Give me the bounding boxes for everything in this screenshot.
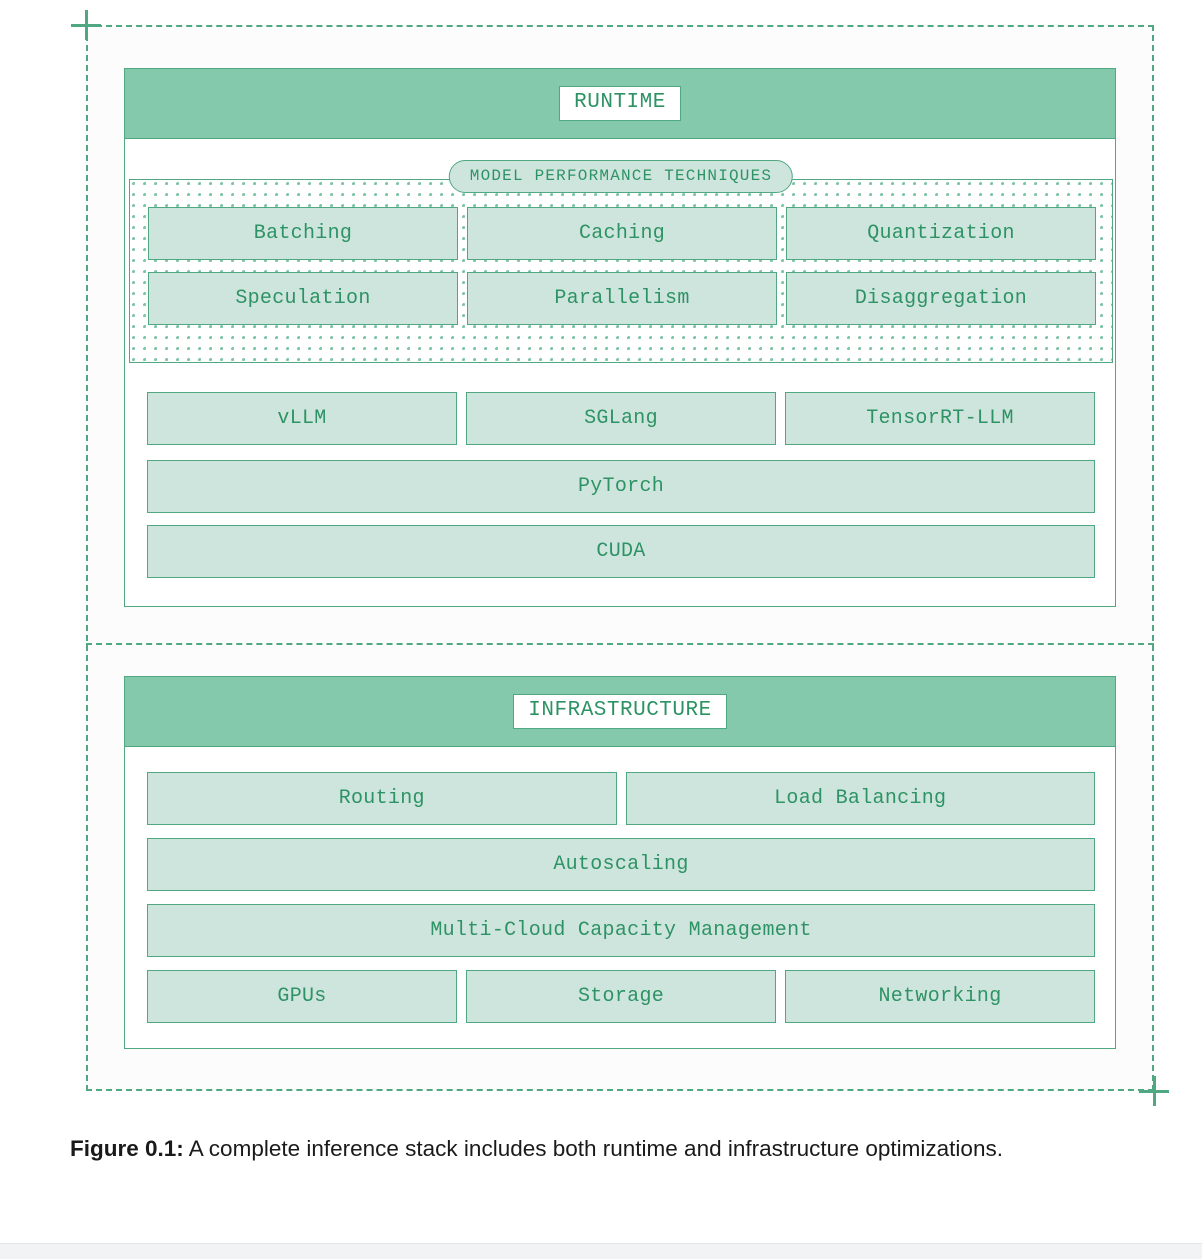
infrastructure-box-storage[interactable]: Storage	[466, 970, 776, 1023]
infrastructure-box-networking[interactable]: Networking	[785, 970, 1095, 1023]
runtime-box-cuda[interactable]: CUDA	[147, 525, 1095, 578]
technique-box-caching[interactable]: Caching	[467, 207, 777, 260]
runtime-box-sglang[interactable]: SGLang	[466, 392, 776, 445]
model-performance-techniques-pill: MODEL PERFORMANCE TECHNIQUES	[448, 160, 794, 194]
infrastructure-row-1: Routing Load Balancing	[147, 772, 1095, 825]
infrastructure-box-routing[interactable]: Routing	[147, 772, 617, 825]
figure-caption-text: A complete inference stack includes both…	[183, 1136, 1003, 1161]
infrastructure-header-badge: INFRASTRUCTURE	[513, 694, 727, 729]
technique-box-batching[interactable]: Batching	[148, 207, 458, 260]
techniques-row-1: Batching Caching Quantization	[148, 207, 1096, 260]
figure-caption-label: Figure 0.1:	[70, 1136, 184, 1161]
crosshair-marker-bottom-right	[1139, 1076, 1169, 1106]
panel-divider	[86, 643, 1154, 645]
technique-box-disaggregation[interactable]: Disaggregation	[786, 272, 1096, 325]
crosshair-marker-top-left	[71, 10, 101, 40]
infrastructure-panel-header: INFRASTRUCTURE	[125, 677, 1115, 747]
infrastructure-box-multi-cloud-capacity-management[interactable]: Multi-Cloud Capacity Management	[147, 904, 1095, 957]
runtime-cuda-row: CUDA	[147, 525, 1095, 578]
figure-caption: Figure 0.1: A complete inference stack i…	[70, 1133, 1100, 1165]
page-bottom-edge	[0, 1243, 1202, 1259]
technique-box-speculation[interactable]: Speculation	[148, 272, 458, 325]
runtime-panel: RUNTIME MODEL PERFORMANCE TECHNIQUES Bat…	[124, 68, 1116, 607]
runtime-panel-header: RUNTIME	[125, 69, 1115, 139]
infrastructure-row-4: GPUs Storage Networking	[147, 970, 1095, 1023]
model-performance-techniques-group: MODEL PERFORMANCE TECHNIQUES Batching Ca…	[129, 160, 1113, 363]
techniques-row-2: Speculation Parallelism Disaggregation	[148, 272, 1096, 325]
technique-box-parallelism[interactable]: Parallelism	[467, 272, 777, 325]
infrastructure-row-2: Autoscaling	[147, 838, 1095, 891]
runtime-pytorch-row: PyTorch	[147, 460, 1095, 513]
infrastructure-row-3: Multi-Cloud Capacity Management	[147, 904, 1095, 957]
infrastructure-box-load-balancing[interactable]: Load Balancing	[625, 772, 1095, 825]
infrastructure-box-gpus[interactable]: GPUs	[147, 970, 457, 1023]
runtime-frameworks-row: vLLM SGLang TensorRT-LLM	[147, 392, 1095, 445]
infrastructure-panel: INFRASTRUCTURE Routing Load Balancing Au…	[124, 676, 1116, 1049]
runtime-box-tensorrt-llm[interactable]: TensorRT-LLM	[785, 392, 1095, 445]
runtime-header-badge: RUNTIME	[559, 86, 681, 121]
technique-box-quantization[interactable]: Quantization	[786, 207, 1096, 260]
runtime-box-vllm[interactable]: vLLM	[147, 392, 457, 445]
infrastructure-box-autoscaling[interactable]: Autoscaling	[147, 838, 1095, 891]
runtime-box-pytorch[interactable]: PyTorch	[147, 460, 1095, 513]
